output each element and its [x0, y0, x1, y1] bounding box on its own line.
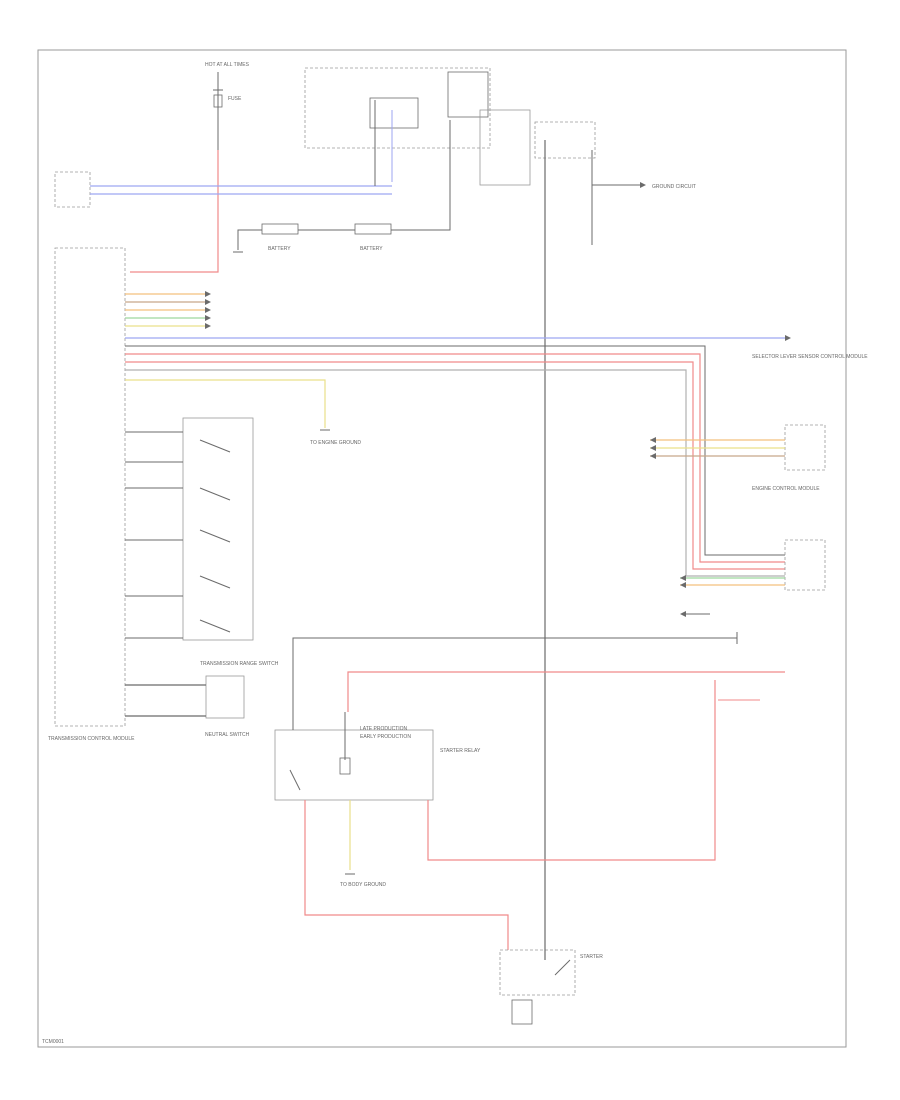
transmission-range-switch: TRANSMISSION RANGE SWITCH [125, 417, 279, 667]
battery-label-1: BATTERY [268, 246, 291, 252]
neutral-switch: NEUTRAL SWITCH [125, 675, 250, 738]
diagram-frame [37, 49, 847, 1048]
starter-relay-label: STARTER RELAY [440, 748, 481, 754]
right-module-box-2 [784, 539, 826, 591]
ground-circuit-label: GROUND CIRCUIT [652, 184, 696, 190]
ecm-box [784, 424, 826, 471]
starter-label: STARTER [580, 954, 603, 960]
tcm-label: TRANSMISSION CONTROL MODULE [48, 736, 135, 742]
transmission-range-switch-label: TRANSMISSION RANGE SWITCH [200, 661, 279, 667]
starter-relay-top [479, 109, 531, 186]
fuse-label: FUSE [228, 96, 242, 102]
corner-code: TCM0001 [42, 1039, 64, 1045]
tcm-long-wires: SELECTOR LEVER SENSOR CONTROL MODULE [125, 335, 868, 577]
module-box-top-center [304, 67, 491, 149]
starter-motor: STARTER [499, 930, 603, 1025]
production-note-2: EARLY PRODUCTION [360, 734, 411, 740]
tcm-box [54, 247, 126, 727]
starter-relay: STARTER RELAY LATE PRODUCTION EARLY PROD… [274, 712, 481, 801]
to-engine-ground-label: TO ENGINE GROUND [310, 440, 361, 446]
battery-label-2: BATTERY [360, 246, 383, 252]
hot-at-all-times-label: HOT AT ALL TIMES [205, 62, 250, 68]
selector-lever-label: SELECTOR LEVER SENSOR CONTROL MODULE [752, 354, 868, 360]
module-box-left-top [54, 171, 91, 208]
tcm-short-wires [125, 291, 211, 329]
fuse-block-top: HOT AT ALL TIMES FUSE [205, 62, 250, 150]
to-body-ground-label: TO BODY GROUND [340, 882, 386, 888]
wire-red-starter-loop [347, 671, 785, 712]
neutral-switch-label: NEUTRAL SWITCH [205, 732, 250, 738]
wire-red-tcm-power [130, 150, 219, 273]
battery-row: BATTERY BATTERY [233, 223, 451, 253]
production-note-1: LATE PRODUCTION [360, 726, 408, 732]
ecm-label: ENGINE CONTROL MODULE [752, 486, 820, 492]
wire-black-relay-feed [292, 637, 737, 730]
